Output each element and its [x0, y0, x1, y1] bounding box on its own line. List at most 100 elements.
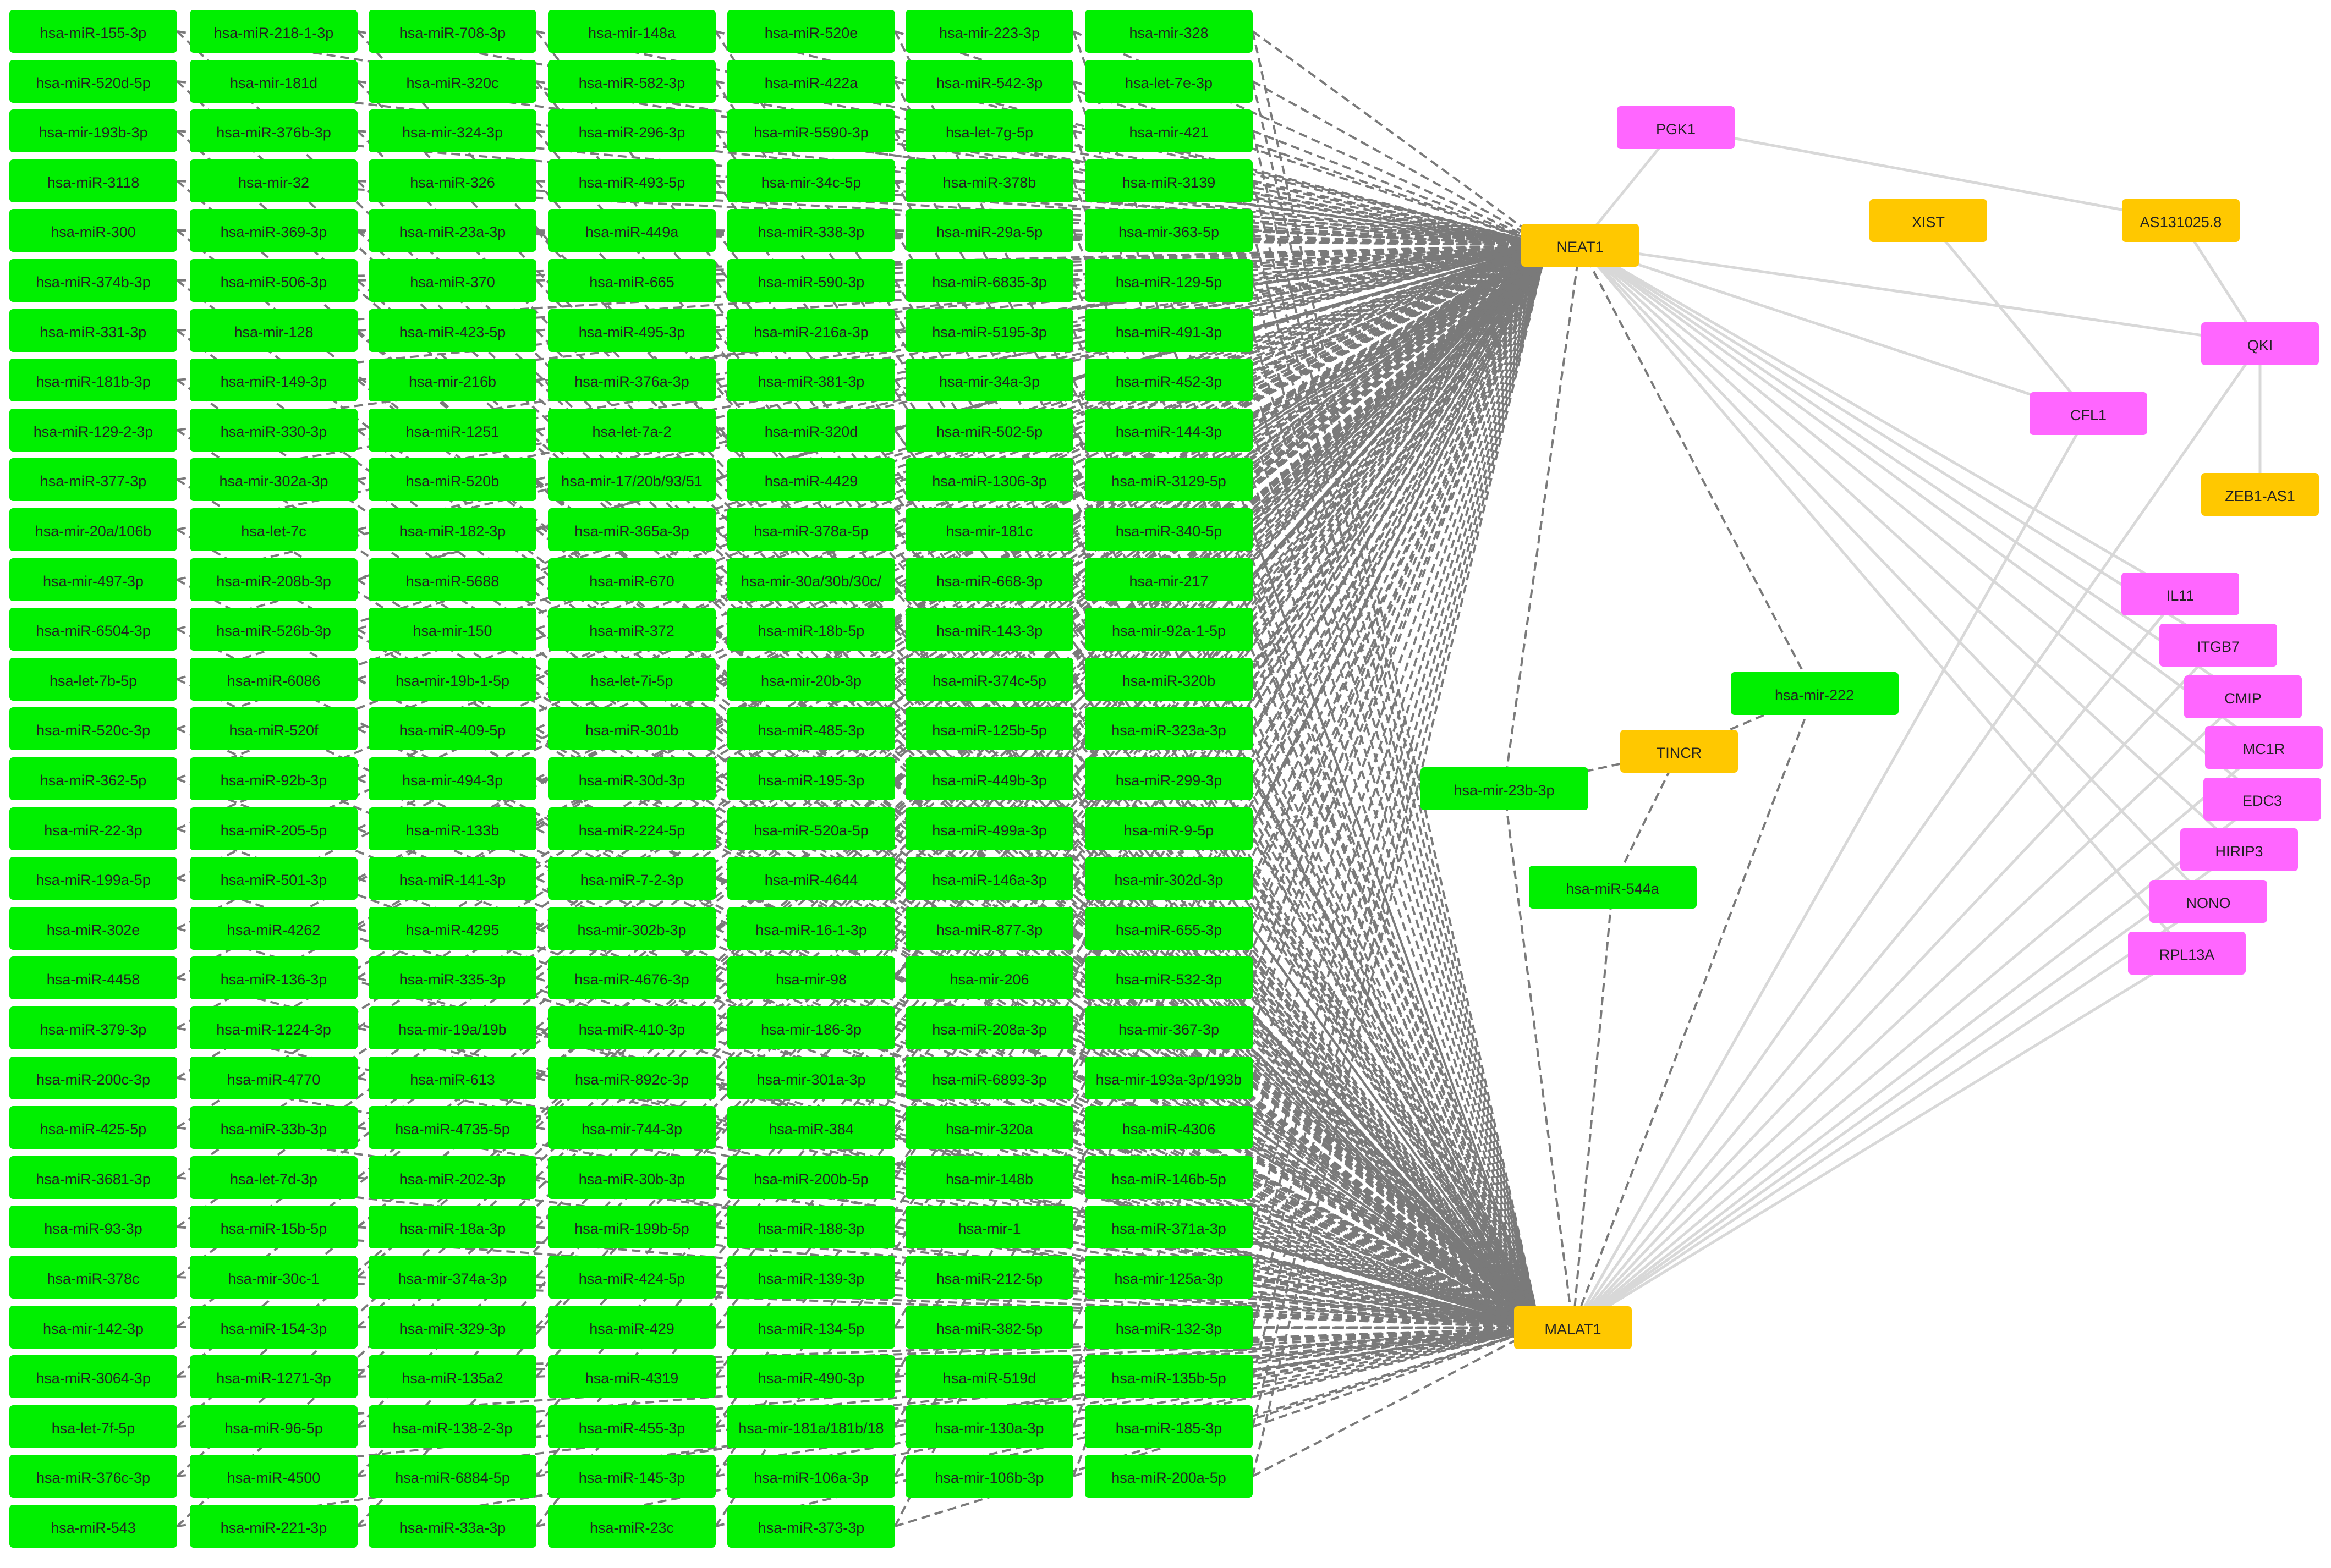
mirna-node[interactable]: hsa-miR-370: [369, 259, 536, 302]
mirna-node[interactable]: hsa-miR-5590-3p: [727, 109, 895, 152]
mirna-node[interactable]: hsa-miR-199a-5p: [9, 857, 177, 900]
mirna-node[interactable]: hsa-miR-6504-3p: [9, 608, 177, 651]
mirna-node[interactable]: hsa-miR-485-3p: [727, 707, 895, 750]
mirna-node[interactable]: hsa-miR-670: [548, 558, 716, 601]
mirna-node[interactable]: hsa-miR-300: [9, 209, 177, 252]
mirna-node[interactable]: hsa-miR-218-1-3p: [190, 10, 358, 53]
mirna-node[interactable]: hsa-miR-493-5p: [548, 159, 716, 202]
mirna-node[interactable]: hsa-miR-145-3p: [548, 1455, 716, 1498]
mirna-node[interactable]: hsa-miR-9-5p: [1085, 807, 1253, 850]
mirna-node[interactable]: hsa-miR-144-3p: [1085, 409, 1253, 452]
mirna-node[interactable]: hsa-miR-4429: [727, 458, 895, 501]
mirna-node[interactable]: hsa-miR-181b-3p: [9, 359, 177, 401]
mirna-node[interactable]: hsa-miR-409-5p: [369, 707, 536, 750]
mirna-node[interactable]: hsa-miR-1251: [369, 409, 536, 452]
mirna-node[interactable]: hsa-miR-6884-5p: [369, 1455, 536, 1498]
mirna-node[interactable]: hsa-mir-130a-3p: [906, 1405, 1073, 1448]
mirna-node[interactable]: hsa-miR-340-5p: [1085, 508, 1253, 551]
mirna-node[interactable]: hsa-miR-146b-5p: [1085, 1156, 1253, 1199]
mirna-node[interactable]: hsa-miR-4295: [369, 907, 536, 950]
node-NEAT1[interactable]: NEAT1: [1521, 224, 1639, 267]
mirna-node[interactable]: hsa-miR-424-5p: [548, 1256, 716, 1299]
mirna-node[interactable]: hsa-miR-382-5p: [906, 1306, 1073, 1349]
mirna-node[interactable]: hsa-mir-181d: [190, 60, 358, 103]
mirna-node[interactable]: hsa-mir-34a-3p: [906, 359, 1073, 401]
mirna-node[interactable]: hsa-mir-20b-3p: [727, 658, 895, 701]
mirna-node[interactable]: hsa-miR-452-3p: [1085, 359, 1253, 401]
mirna-node[interactable]: hsa-mir-142-3p: [9, 1306, 177, 1349]
mirna-node[interactable]: hsa-miR-376c-3p: [9, 1455, 177, 1498]
mirna-node[interactable]: hsa-miR-655-3p: [1085, 907, 1253, 950]
mirna-node[interactable]: hsa-mir-106b-3p: [906, 1455, 1073, 1498]
mirna-node[interactable]: hsa-miR-7-2-3p: [548, 857, 716, 900]
node-AS131025.8[interactable]: AS131025.8: [2122, 199, 2240, 242]
mirna-node[interactable]: hsa-let-7g-5p: [906, 109, 1073, 152]
mirna-node[interactable]: hsa-miR-106a-3p: [727, 1455, 895, 1498]
node-QKI[interactable]: QKI: [2201, 322, 2319, 365]
mirna-node[interactable]: hsa-mir-206: [906, 956, 1073, 999]
mirna-node[interactable]: hsa-miR-526b-3p: [190, 608, 358, 651]
mirna-node[interactable]: hsa-miR-200a-5p: [1085, 1455, 1253, 1498]
mirna-node[interactable]: hsa-miR-449b-3p: [906, 757, 1073, 800]
mirna-node[interactable]: hsa-miR-422a: [727, 60, 895, 103]
mirna-node[interactable]: hsa-miR-532-3p: [1085, 956, 1253, 999]
mirna-node[interactable]: hsa-miR-329-3p: [369, 1306, 536, 1349]
mirna-node[interactable]: hsa-miR-29a-5p: [906, 209, 1073, 252]
mirna-node[interactable]: hsa-miR-376a-3p: [548, 359, 716, 401]
mirna-node[interactable]: hsa-miR-135a2: [369, 1355, 536, 1398]
mirna-node[interactable]: hsa-miR-4644: [727, 857, 895, 900]
mirna-node[interactable]: hsa-miR-429: [548, 1306, 716, 1349]
mirna-node[interactable]: hsa-miR-377-3p: [9, 458, 177, 501]
mirna-node[interactable]: hsa-miR-338-3p: [727, 209, 895, 252]
node-XIST[interactable]: XIST: [1869, 199, 1987, 242]
mirna-node[interactable]: hsa-miR-23c: [548, 1505, 716, 1548]
mirna-node[interactable]: hsa-miR-378b: [906, 159, 1073, 202]
mirna-node[interactable]: hsa-miR-141-3p: [369, 857, 536, 900]
mirna-node[interactable]: hsa-miR-3139: [1085, 159, 1253, 202]
mirna-node[interactable]: hsa-miR-1271-3p: [190, 1355, 358, 1398]
mirna-node[interactable]: hsa-miR-4306: [1085, 1106, 1253, 1149]
mirna-node[interactable]: hsa-miR-4500: [190, 1455, 358, 1498]
mirna-node[interactable]: hsa-miR-33b-3p: [190, 1106, 358, 1149]
mirna-node[interactable]: hsa-miR-18b-5p: [727, 608, 895, 651]
mirna-node[interactable]: hsa-let-7f-5p: [9, 1405, 177, 1448]
mirna-node[interactable]: hsa-miR-224-5p: [548, 807, 716, 850]
mirna-node[interactable]: hsa-mir-374a-3p: [369, 1256, 536, 1299]
node-RPL13A[interactable]: RPL13A: [2128, 932, 2246, 975]
node-hsa-mir-23b-3p[interactable]: hsa-mir-23b-3p: [1420, 767, 1588, 810]
mirna-node[interactable]: hsa-miR-520a-5p: [727, 807, 895, 850]
mirna-node[interactable]: hsa-miR-499a-3p: [906, 807, 1073, 850]
mirna-node[interactable]: hsa-mir-193a-3p/193b: [1085, 1057, 1253, 1099]
mirna-node[interactable]: hsa-miR-30b-3p: [548, 1156, 716, 1199]
mirna-node[interactable]: hsa-miR-520e: [727, 10, 895, 53]
mirna-node[interactable]: hsa-miR-23a-3p: [369, 209, 536, 252]
mirna-node[interactable]: hsa-miR-136-3p: [190, 956, 358, 999]
mirna-node[interactable]: hsa-miR-4770: [190, 1057, 358, 1099]
mirna-node[interactable]: hsa-miR-208b-3p: [190, 558, 358, 601]
mirna-node[interactable]: hsa-mir-181c: [906, 508, 1073, 551]
node-TINCR[interactable]: TINCR: [1620, 730, 1738, 773]
mirna-node[interactable]: hsa-miR-185-3p: [1085, 1405, 1253, 1448]
mirna-node[interactable]: hsa-mir-30a/30b/30c/: [727, 558, 895, 601]
mirna-node[interactable]: hsa-miR-335-3p: [369, 956, 536, 999]
mirna-node[interactable]: hsa-miR-543: [9, 1505, 177, 1548]
mirna-node[interactable]: hsa-miR-212-5p: [906, 1256, 1073, 1299]
mirna-node[interactable]: hsa-miR-143-3p: [906, 608, 1073, 651]
mirna-node[interactable]: hsa-miR-542-3p: [906, 60, 1073, 103]
mirna-node[interactable]: hsa-let-7i-5p: [548, 658, 716, 701]
mirna-node[interactable]: hsa-miR-378a-5p: [727, 508, 895, 551]
mirna-node[interactable]: hsa-miR-195-3p: [727, 757, 895, 800]
mirna-node[interactable]: hsa-let-7c: [190, 508, 358, 551]
mirna-node[interactable]: hsa-miR-371a-3p: [1085, 1206, 1253, 1248]
mirna-node[interactable]: hsa-miR-331-3p: [9, 309, 177, 352]
mirna-node[interactable]: hsa-miR-3129-5p: [1085, 458, 1253, 501]
mirna-node[interactable]: hsa-miR-1224-3p: [190, 1006, 358, 1049]
mirna-node[interactable]: hsa-miR-15b-5p: [190, 1206, 358, 1248]
mirna-node[interactable]: hsa-mir-193b-3p: [9, 109, 177, 152]
mirna-node[interactable]: hsa-mir-20a/106b: [9, 508, 177, 551]
node-hsa-miR-544a[interactable]: hsa-miR-544a: [1529, 866, 1697, 909]
mirna-node[interactable]: hsa-miR-16-1-3p: [727, 907, 895, 950]
mirna-node[interactable]: hsa-miR-4735-5p: [369, 1106, 536, 1149]
mirna-node[interactable]: hsa-miR-362-5p: [9, 757, 177, 800]
mirna-node[interactable]: hsa-miR-379-3p: [9, 1006, 177, 1049]
